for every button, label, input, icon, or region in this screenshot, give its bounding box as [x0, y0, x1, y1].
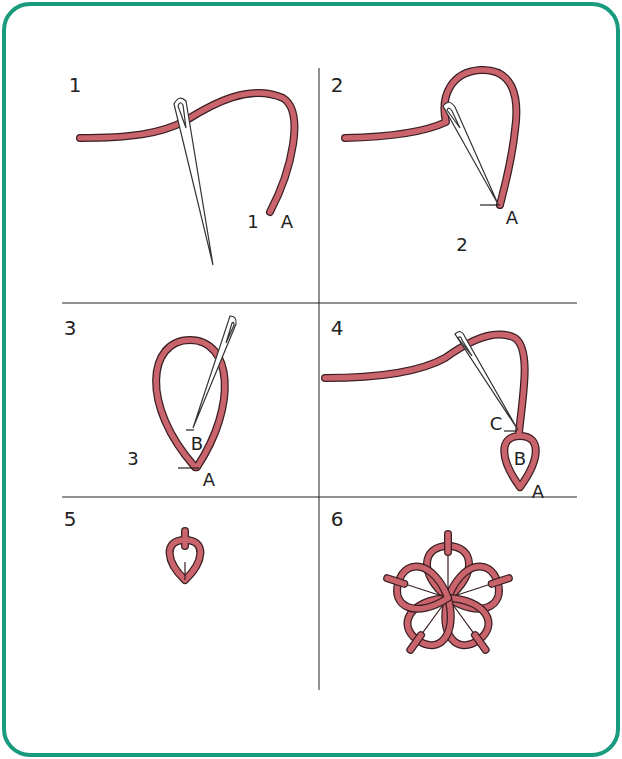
point-label: A [532, 483, 544, 501]
point-label: A [203, 471, 215, 489]
point-label: A [281, 213, 293, 231]
panel-number: 5 [64, 509, 77, 529]
point-mark [178, 205, 517, 468]
dividers [62, 68, 577, 690]
frame [4, 4, 618, 755]
thread [80, 70, 536, 580]
point-label: B [191, 435, 203, 453]
point-label: B [514, 450, 526, 468]
panel-number: 3 [64, 318, 77, 338]
panel-number: 4 [331, 318, 344, 338]
panel-number: 2 [331, 75, 344, 95]
step-number: 2 [456, 236, 467, 254]
point-label: C [490, 415, 503, 433]
step-number: 1 [247, 213, 258, 231]
panel-number: 1 [69, 75, 82, 95]
needle [174, 98, 518, 430]
panel-number: 6 [331, 509, 344, 529]
flower [381, 534, 516, 662]
point-label: A [506, 209, 518, 227]
step-number: 3 [127, 450, 138, 468]
stitch-lines [184, 562, 185, 580]
